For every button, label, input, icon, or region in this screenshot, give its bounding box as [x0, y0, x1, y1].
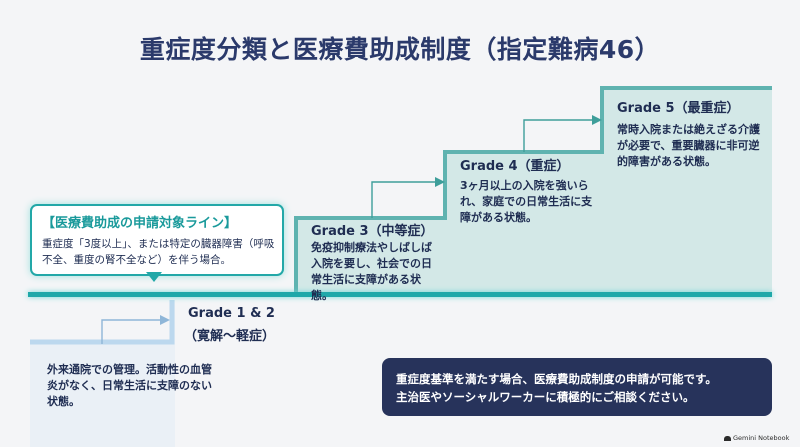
notice-line-1: 重症度基準を満たす場合、医療費助成制度の申請が可能です。 [396, 372, 717, 386]
grade-5-desc: 常時入院または絶えざる介護が必要で、重要臓器に非可逆的障害がある状態。 [617, 123, 760, 168]
arrow-to-grade-5 [523, 119, 592, 152]
grade-1-2-label: Grade 1 & 2 [188, 306, 275, 321]
arrow-head-grade-5 [592, 115, 602, 125]
brand-mark: Gemini Notebook [724, 434, 789, 442]
callout-body: 重症度「3度以上」、または特定の臓器障害（呼吸不全、重度の腎不全など）を伴う場合… [42, 238, 275, 266]
arrow-to-grade-4 [371, 181, 436, 218]
notice-text: 重症度基準を満たす場合、医療費助成制度の申請が可能です。 主治医やソーシャルワー… [396, 370, 717, 406]
subsidy-callout: 【医療費助成の申請対象ライン】 重症度「3度以上」、または特定の臓器障害（呼吸不… [30, 204, 284, 276]
step-grade-3-shape [296, 218, 445, 292]
arrow-head-grade-4 [435, 177, 445, 187]
page-title: 重症度分類と医療費助成制度（指定難病46） [139, 35, 661, 64]
grade-5-label: Grade 5（最重症） [617, 101, 740, 116]
grade-1-2-sub: （寛解〜軽症） [184, 329, 276, 344]
brand-label: Gemini Notebook [733, 434, 790, 442]
notebook-icon [724, 435, 731, 441]
grade-3-desc: 免疫抑制療法やしばしば入院を要し、社会での日常生活に支障がある状態。 [311, 241, 432, 302]
grade-3-label: Grade 3（中等症） [311, 224, 434, 239]
grade-1-2-desc: 外来通院での管理。活動性の血管炎がなく、日常生活に支障のない状態。 [47, 363, 212, 408]
callout-title: 【医療費助成の申請対象ライン】 [42, 216, 238, 231]
step-grade-1-2-edge [30, 300, 175, 345]
staircase-edge [294, 86, 772, 292]
notice-line-2: 主治医やソーシャルワーカーに積極的にご相談ください。 [396, 390, 695, 404]
arrow-head-grade-1-2 [160, 315, 170, 325]
step-grade-4-shape [445, 152, 602, 292]
step-grade-1-2-shape [30, 300, 175, 447]
arrow-to-grade-1-2 [101, 319, 160, 344]
callout-pointer [146, 272, 162, 282]
subsidy-threshold-line [28, 292, 772, 297]
notice-box: 重症度基準を満たす場合、医療費助成制度の申請が可能です。 主治医やソーシャルワー… [382, 358, 772, 416]
grade-4-label: Grade 4（重症） [460, 159, 570, 174]
grade-4-desc: 3ヶ月以上の入院を強いられ、家庭での日常生活に支障がある状態。 [460, 179, 593, 224]
step-grade-5-shape [602, 88, 772, 292]
